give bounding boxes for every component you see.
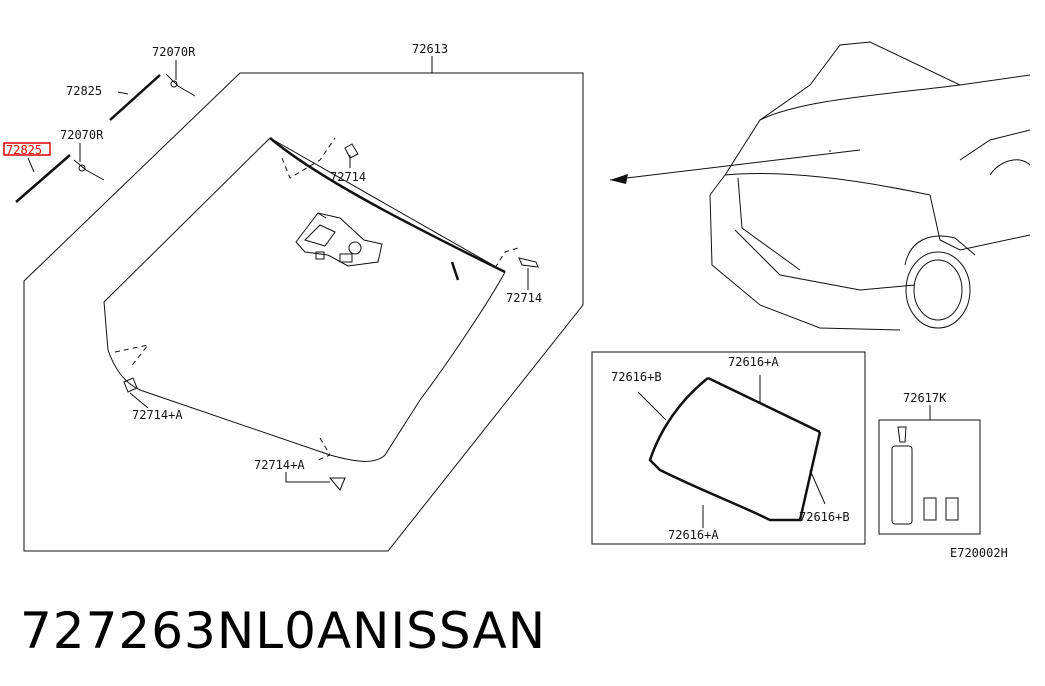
clip-parts xyxy=(123,143,539,491)
label-72714a-bottom: 72714+A xyxy=(254,458,305,472)
windshield-panel xyxy=(23,72,584,552)
label-72825-top: 72825 xyxy=(66,84,102,98)
label-72070r-mid: 72070R xyxy=(60,128,104,142)
label-72714a-left: 72714+A xyxy=(132,408,183,422)
molding-parts xyxy=(15,60,196,203)
label-72825-highlighted: 72825 xyxy=(6,143,42,157)
label-72617k: 72617K xyxy=(903,391,947,405)
label-72714-b: 72714 xyxy=(506,291,542,305)
seal-kit-panel xyxy=(591,351,866,545)
caption: 727263NL0A NISSAN xyxy=(20,602,546,660)
label-72613: 72613 xyxy=(412,42,448,56)
adhesive-kit-panel xyxy=(878,405,981,535)
leader-lines xyxy=(129,56,529,483)
part-number: 727263NL0A xyxy=(20,602,352,660)
brand-name: NISSAN xyxy=(352,602,546,660)
label-72616a-bottom: 72616+A xyxy=(668,528,719,542)
car-sketch xyxy=(609,41,1031,331)
part-labels: 72070R 72825 72070R 72825 72613 72714 72… xyxy=(3,42,1008,560)
diagram-code: E720002H xyxy=(950,546,1008,560)
highlight-box xyxy=(3,142,51,156)
label-72616a-top: 72616+A xyxy=(728,355,779,369)
label-72070r-top: 72070R xyxy=(152,45,196,59)
label-72616b-left: 72616+B xyxy=(611,370,662,384)
mirror-bracket xyxy=(295,212,383,267)
label-72714-a: 72714 xyxy=(330,170,366,184)
label-72616b-right: 72616+B xyxy=(799,510,850,524)
